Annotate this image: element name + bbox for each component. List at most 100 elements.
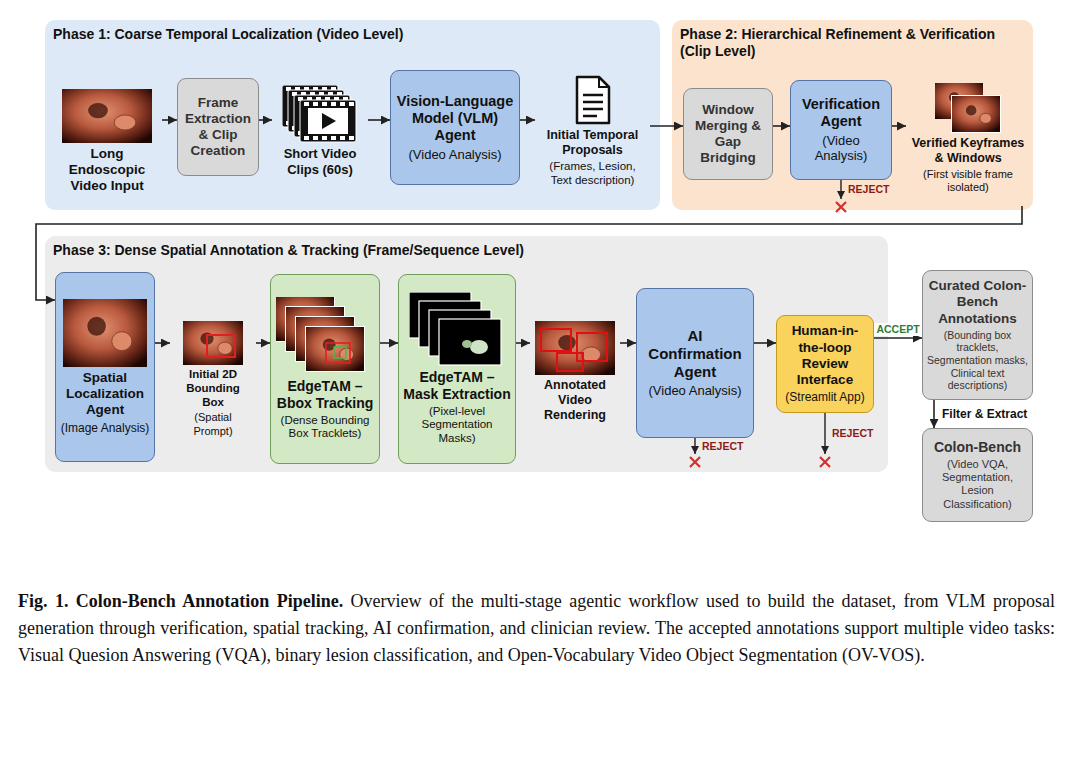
illustration-ellipse — [558, 335, 576, 350]
figure-caption: Fig. 1. Colon-Bench Annotation Pipeline.… — [18, 588, 1055, 669]
tool-box: EdgeTAM – Bbox Tracking(Dense Bounding B… — [270, 274, 380, 464]
illustration-rect — [331, 102, 336, 106]
illustration-rect — [952, 96, 1000, 132]
connector-arrow — [36, 206, 1022, 300]
reject-cross — [836, 202, 846, 212]
illustration-rect — [313, 102, 318, 106]
output-box: Curated Colon-Bench Annotations(Bounding… — [922, 270, 1033, 400]
reject-label: REJECT — [830, 427, 875, 440]
illustration-path — [583, 95, 603, 116]
reject-cross — [820, 457, 830, 467]
connector-label: Filter & Extract — [940, 407, 1029, 421]
caption-lead: Fig. 1. Colon-Bench Annotation Pipeline. — [18, 591, 343, 611]
illustration — [935, 83, 1001, 133]
connector-arrow — [892, 125, 906, 127]
bbox-icon: Initial 2D Bounding Box(Spatial Prompt) — [170, 316, 256, 447]
illustration-ellipse — [581, 347, 600, 362]
node-subtext: (First visible frame isolated) — [911, 168, 1025, 194]
illustration-rect — [305, 326, 365, 372]
illustration — [282, 85, 358, 143]
illustration-rect — [334, 347, 346, 358]
illustration-ellipse — [470, 340, 488, 354]
node-heading: Annotated Video Rendering — [535, 378, 615, 423]
illustration-ellipse — [88, 103, 108, 118]
node-heading: Spatial Localization Agent — [60, 370, 150, 419]
panel-title: Phase 1: Coarse Temporal Localization (V… — [53, 26, 653, 43]
illustration-path — [322, 113, 336, 129]
connector-arrow — [874, 337, 922, 339]
illustration-rect — [62, 89, 152, 143]
illustration-ellipse — [87, 317, 105, 336]
illustration-rect — [557, 353, 583, 371]
illustration-svg — [935, 83, 1001, 133]
connector-arrow — [933, 400, 935, 428]
connector-arrow — [516, 342, 530, 344]
node-heading: Verification Agent — [795, 96, 887, 131]
illustration-rect — [331, 136, 336, 140]
reject-arrow — [694, 438, 695, 454]
process-box: Window Merging & Gap Bridging — [683, 88, 773, 180]
illustration-rect — [207, 335, 235, 357]
phase-panel: Phase 2: Hierarchical Refinement & Verif… — [672, 20, 1033, 210]
node-heading: AI Confirmation Agent — [641, 327, 749, 381]
reject-label: REJECT — [846, 183, 891, 196]
connector-label: ACCEPT — [874, 323, 921, 336]
node-subtext: (Frames, Lesion, Text description) — [540, 160, 645, 188]
illustration-rect — [349, 136, 354, 140]
illustration-ellipse — [112, 332, 132, 351]
illustration-rect — [304, 102, 309, 106]
agent-box: Spatial Localization Agent (Image Analysi… — [55, 272, 155, 462]
output-box: Colon-Bench (Video VQA, Segmentation, Les… — [922, 428, 1033, 522]
clips-icon: Short Video Clips (60s) — [272, 80, 368, 200]
illustration-rect — [322, 136, 327, 140]
illustration-svg — [63, 299, 147, 367]
reject-cross — [690, 457, 700, 467]
illustration-rect — [183, 321, 243, 365]
video-input: Long Endoscopic Video Input — [52, 84, 162, 204]
illustration — [535, 321, 615, 375]
illustration-rect — [306, 327, 364, 371]
node-subtext: (Video Analysis) — [409, 147, 502, 163]
agent-box: Vision-Language Model (VLM) Agent (Video … — [390, 70, 520, 185]
node-heading: Initial Temporal Proposals — [540, 128, 645, 158]
connector-arrow — [754, 342, 776, 344]
connector-arrow — [256, 342, 270, 344]
illustration-svg — [535, 321, 615, 375]
illustration — [409, 292, 505, 366]
illustration-ellipse — [114, 115, 136, 130]
connector-arrow — [520, 119, 535, 121]
node-heading: Frame Extraction & Clip Creation — [182, 95, 254, 160]
connector-arrow — [773, 125, 790, 127]
node-heading: Short Video Clips (60s) — [277, 146, 363, 177]
node-heading: Colon-Bench — [934, 439, 1021, 456]
illustration — [573, 75, 613, 125]
illustration-rect — [308, 108, 348, 134]
illustration-rect — [322, 102, 327, 106]
node-subtext: (Image Analysis) — [61, 421, 150, 435]
connector-arrow — [155, 342, 170, 344]
rendering-icon: Annotated Video Rendering — [530, 316, 620, 432]
node-subtext: (Video VQA, Segmentation, Lesion Classif… — [927, 458, 1028, 511]
illustration-svg — [276, 297, 374, 375]
node-subtext: (Dense Bounding Box Tracklets) — [275, 414, 375, 442]
illustration-rect — [304, 136, 309, 140]
node-subtext: (Bounding box tracklets, Segmentation ma… — [927, 329, 1028, 392]
illustration-rect — [300, 100, 356, 142]
connector-arrow — [368, 119, 390, 121]
phase-panel: Phase 1: Coarse Temporal Localization (V… — [45, 20, 660, 210]
node-heading: Vision-Language Model (VLM) Agent — [395, 93, 515, 145]
connector-arrow — [162, 119, 177, 121]
reject-label: REJECT — [700, 440, 745, 453]
illustration-svg — [62, 89, 152, 143]
panel-title: Phase 2: Hierarchical Refinement & Verif… — [680, 26, 1025, 60]
node-heading: Window Merging & Gap Bridging — [688, 102, 768, 167]
node-subtext: (Streamlit App) — [785, 390, 864, 404]
illustration-rect — [951, 95, 1001, 133]
illustration-rect — [535, 321, 615, 375]
node-subtext: (Video Analysis) — [649, 383, 742, 399]
review-box: Human-in-the-loop Review Interface(Strea… — [776, 315, 874, 413]
illustration-svg — [573, 75, 613, 125]
connector-arrow — [259, 119, 272, 121]
node-heading: EdgeTAM – Mask Extraction — [403, 369, 511, 403]
